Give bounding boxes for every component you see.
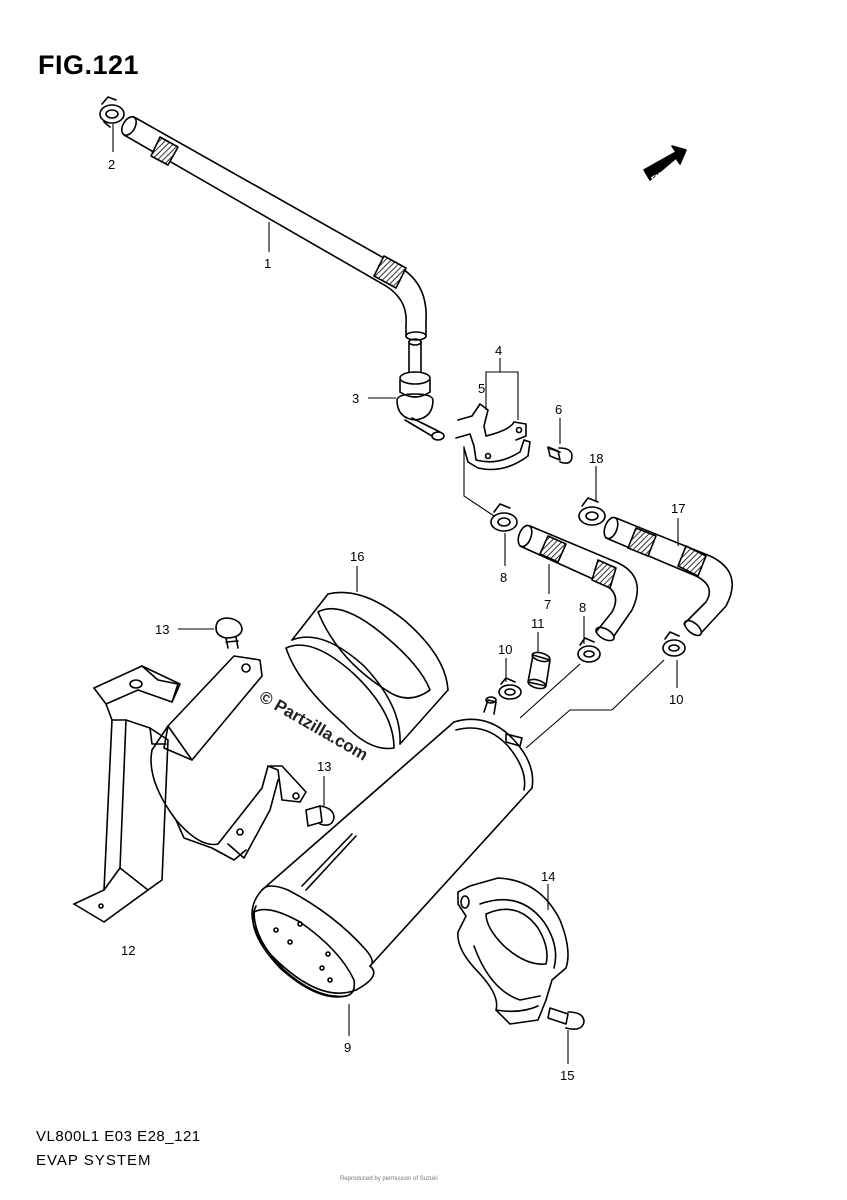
callout-14: 14 [541,869,555,884]
hose-17-drawing [603,516,734,637]
clamp-10-left-drawing [498,677,522,700]
cushion-14-drawing [457,877,569,1025]
callout-12: 12 [121,943,135,958]
hose-7-drawing [517,524,639,642]
clamp-2-drawing [99,96,125,128]
callout-13-upper: 13 [155,622,169,637]
callout-11: 11 [531,616,545,631]
bolt-6-drawing [547,446,573,464]
hose-1-drawing [120,116,427,341]
clamp-18-drawing [578,497,606,526]
watermark: © Partzilla.com [256,687,371,765]
bolt-13-upper-drawing [215,617,243,649]
cap-11-drawing [527,651,551,690]
callout-8-upper: 8 [500,570,507,585]
callout-3: 3 [352,391,359,406]
copyright-note: Reproduced by permission of Suzuki [340,1176,438,1182]
screw-15-drawing [547,1007,585,1030]
section-name: EVAP SYSTEM [36,1152,152,1169]
callout-15: 15 [560,1068,574,1083]
connector-line-d [519,663,581,719]
bolt-13-lower-drawing [305,805,335,827]
callout-18: 18 [589,451,603,466]
callout-13-lower: 13 [317,759,331,774]
clamp-4-drawing [455,403,531,471]
callout-17: 17 [671,501,685,516]
connector-line-b [611,659,665,711]
callout-1: 1 [264,256,271,271]
callout-9: 9 [344,1040,351,1055]
cushion-16-drawing [285,591,449,750]
clamp-10-right-drawing [662,631,686,657]
callout-4: 4 [495,343,502,358]
connector-line-c [525,709,612,749]
joint-3-drawing [396,338,445,441]
callout-5: 5 [478,381,485,396]
callout-8-lower: 8 [579,600,586,615]
callout-6: 6 [555,402,562,417]
callout-16: 16 [350,549,364,564]
clamp-8-lower-drawing [577,637,601,663]
clamp-8-upper-drawing [490,503,518,532]
canister-bracket-arm-drawing [150,655,307,861]
callout-7: 7 [544,597,551,612]
callout-10-left: 10 [498,642,512,657]
canister-9-drawing [251,696,534,998]
callout-10-right: 10 [669,692,683,707]
fwd-arrow-icon [643,145,687,181]
callout-2: 2 [108,157,115,172]
bracket-12-drawing [73,665,181,923]
connector-line-a [463,446,495,517]
figure-title: FIG.121 [38,50,140,80]
model-code: VL800L1 E03 E28_121 [36,1128,201,1145]
leader-4 [485,371,519,420]
